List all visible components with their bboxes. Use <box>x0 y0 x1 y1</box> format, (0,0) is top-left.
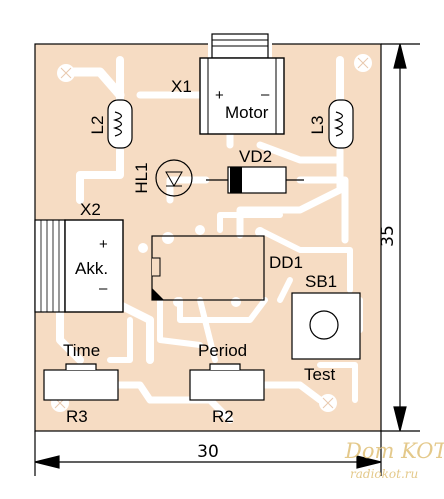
height-dimension <box>381 43 420 432</box>
hl1-led <box>155 159 193 197</box>
akk-label: Akk. <box>75 259 108 278</box>
sb1-button <box>291 292 361 360</box>
l2-label: L2 <box>88 116 107 135</box>
watermark-site: radiokot.ru <box>350 467 418 481</box>
l3-label: L3 <box>308 116 327 135</box>
r2-label: R2 <box>212 407 234 426</box>
dd1-label: DD1 <box>269 253 303 272</box>
hl1-label: HL1 <box>132 162 151 193</box>
x2-battery-connector <box>34 219 124 313</box>
l3-inductor <box>328 99 354 149</box>
width-dimension-value: 30 <box>197 442 219 462</box>
r2-trimmer <box>189 363 265 401</box>
height-dimension-value: 35 <box>378 225 398 247</box>
vd2-diode <box>206 166 304 194</box>
r3-trimmer <box>43 363 119 401</box>
x1-minus-sign: – <box>261 86 270 103</box>
x2-plus-sign: + <box>99 236 108 253</box>
x1-plus-sign: + <box>215 87 224 104</box>
dd1-chip <box>151 235 265 301</box>
width-dimension <box>34 431 382 476</box>
x2-minus-sign: – <box>99 280 108 297</box>
period-label: Period <box>198 341 247 360</box>
motor-label: Motor <box>225 103 269 122</box>
x1-label: X1 <box>171 77 192 96</box>
time-label: Time <box>63 341 100 360</box>
watermark-title: Dom KOT <box>344 439 444 463</box>
test-label: Test <box>304 365 335 384</box>
x2-label: X2 <box>80 200 101 219</box>
x1-motor-connector <box>199 33 285 135</box>
l2-inductor <box>107 99 133 149</box>
vd2-label: VD2 <box>239 147 272 166</box>
r3-label: R3 <box>66 407 88 426</box>
sb1-label: SB1 <box>305 272 337 291</box>
